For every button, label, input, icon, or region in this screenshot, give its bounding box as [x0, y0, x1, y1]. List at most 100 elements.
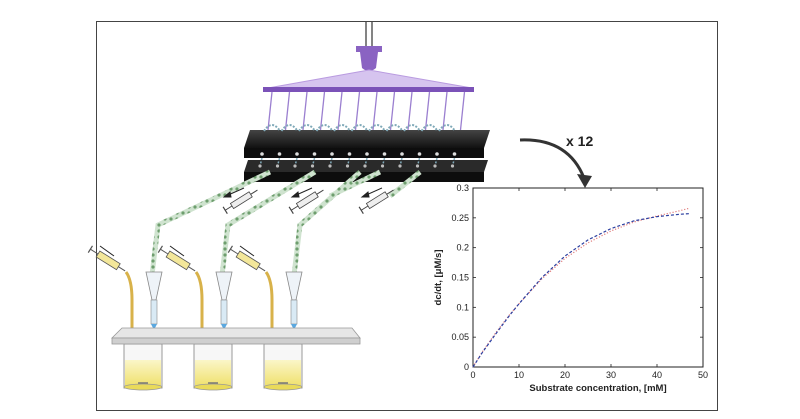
x-tick-label: 10	[514, 370, 524, 380]
needle	[372, 91, 378, 131]
station	[87, 245, 163, 391]
port	[295, 152, 299, 156]
channel-link	[294, 157, 298, 167]
curved-arrow-icon	[519, 138, 592, 188]
x-axis-label: Substrate concentration, [mM]	[529, 383, 666, 394]
port	[363, 164, 367, 168]
y-tick-label: 0.1	[456, 302, 469, 312]
channel-link	[276, 157, 281, 167]
y-tick-label: 0.15	[451, 273, 469, 283]
channel-link	[364, 157, 368, 167]
syringe-icon	[358, 189, 394, 214]
channel-link	[399, 157, 403, 167]
needle	[459, 91, 466, 131]
port	[260, 152, 264, 156]
capillary-loop	[368, 124, 386, 132]
y-tick-label: 0	[464, 362, 469, 372]
port	[277, 152, 282, 156]
y-tick-label: 0.25	[451, 213, 469, 223]
y-tick-label: 0.2	[456, 243, 469, 253]
bench	[111, 327, 361, 345]
port	[310, 164, 315, 168]
capillary-loop	[385, 124, 404, 132]
port	[258, 164, 262, 168]
station	[227, 245, 303, 391]
plot-area	[472, 187, 704, 368]
x-tick-label: 0	[470, 370, 475, 380]
capillary-loop	[280, 124, 299, 132]
x-tick-label: 20	[560, 370, 570, 380]
upper-mixing-plate	[244, 130, 490, 158]
needle	[354, 91, 361, 131]
needle	[389, 91, 396, 131]
inlet-tube	[124, 271, 134, 372]
syringe-icon	[222, 189, 258, 214]
channel-link	[381, 157, 386, 167]
beaker-base	[263, 383, 303, 391]
channel-link	[416, 157, 421, 167]
port	[435, 152, 439, 156]
syringe-icon	[288, 189, 324, 214]
needle	[302, 91, 308, 131]
channel-link	[434, 157, 438, 167]
station	[157, 245, 233, 391]
multiplier-label: x 12	[566, 133, 593, 149]
port	[417, 152, 422, 156]
x-tick-label: 50	[698, 370, 708, 380]
pipette-tip-icon	[150, 299, 158, 325]
inlet-tube	[194, 271, 204, 372]
needle	[442, 91, 448, 131]
reaction-stations	[87, 245, 303, 391]
beaker-base	[123, 383, 163, 391]
capillary-loop	[298, 124, 316, 132]
pipette-tip-icon	[220, 299, 228, 325]
capillary-loop	[350, 124, 369, 132]
pipette-tip-icon	[285, 271, 303, 301]
channel-link	[346, 157, 351, 167]
capillary-loops	[263, 124, 456, 132]
droplet	[221, 324, 227, 330]
port	[345, 164, 350, 168]
channel-link	[311, 157, 316, 167]
y-tick-label: 0.3	[456, 183, 469, 193]
port	[347, 152, 352, 156]
syringe-icon	[157, 245, 196, 272]
syringe-icon	[87, 245, 126, 272]
port	[328, 164, 332, 168]
dispenser-head	[263, 22, 474, 92]
y-tick-label: 0.05	[451, 332, 469, 342]
port	[450, 164, 455, 168]
capillary-loop	[438, 124, 456, 132]
pipette-tip-icon	[145, 271, 163, 301]
outlet-tubing	[149, 169, 422, 276]
beaker-base	[193, 383, 233, 391]
capillary-loop	[333, 124, 351, 132]
channel-link	[451, 157, 456, 167]
needle	[407, 91, 413, 131]
data-series-line	[472, 213, 690, 368]
capillary-loop	[263, 124, 281, 132]
port	[312, 152, 317, 156]
dispenser-needles	[267, 91, 466, 131]
needle	[267, 91, 273, 131]
port	[275, 164, 280, 168]
channel-link	[329, 157, 333, 167]
port	[293, 164, 297, 168]
channel-link	[259, 157, 263, 167]
flow-arrow	[169, 245, 185, 257]
port	[398, 164, 402, 168]
capillary-loop	[403, 124, 421, 132]
flow-arrows	[222, 187, 383, 198]
port	[400, 152, 404, 156]
needle	[319, 91, 326, 131]
syringe-icon	[227, 245, 266, 272]
capillary-loop	[315, 124, 334, 132]
port	[365, 152, 369, 156]
port	[433, 164, 437, 168]
inlet-tube	[264, 271, 274, 372]
plate-ports	[258, 152, 457, 168]
port	[330, 152, 334, 156]
capillary-loop	[420, 124, 439, 132]
